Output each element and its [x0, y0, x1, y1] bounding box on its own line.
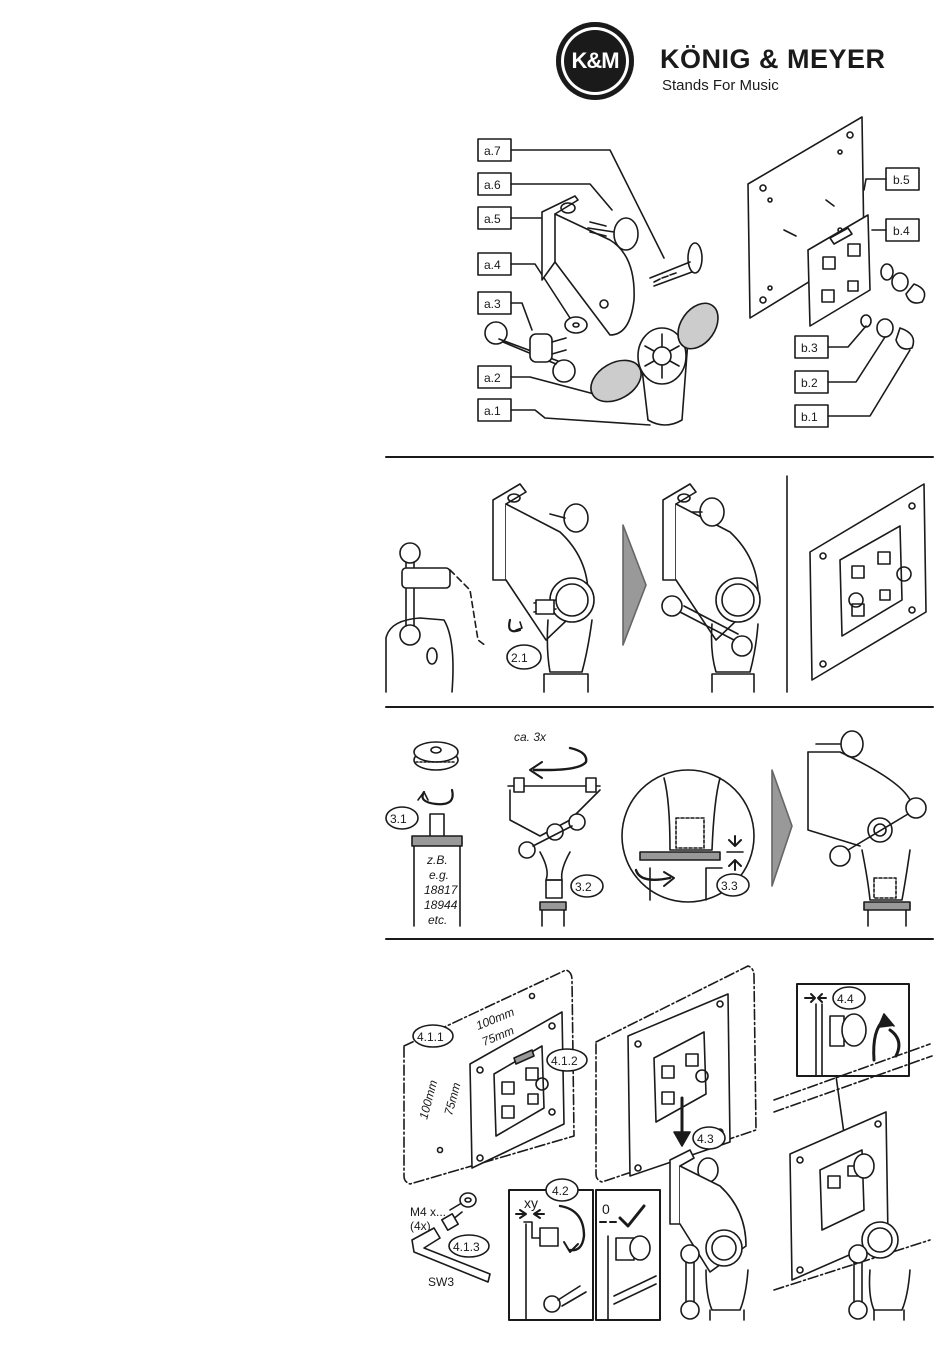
svg-text:b.1: b.1	[801, 410, 818, 424]
svg-text:e.g.: e.g.	[429, 868, 449, 882]
label-b2: b.2	[795, 371, 828, 393]
svg-text:4.1.3: 4.1.3	[453, 1240, 480, 1254]
parts-overview: a.7 a.6 a.5 a.4 a.3 a.2 a.1	[478, 117, 925, 427]
svg-text:4.2: 4.2	[552, 1184, 569, 1198]
step-badge-4-4: 4.4	[833, 987, 865, 1009]
svg-text:z.B.: z.B.	[426, 853, 448, 867]
svg-text:2.1: 2.1	[511, 651, 528, 665]
step-badge-4-1-3: 4.1.3	[449, 1235, 489, 1257]
svg-text:a.2: a.2	[484, 371, 501, 385]
svg-text:SW3: SW3	[428, 1275, 454, 1289]
svg-text:ca. 3x: ca. 3x	[514, 730, 547, 744]
svg-text:18817: 18817	[424, 883, 459, 897]
step-4-assembly: 100mm 75mm 100mm 75mm 4.1.1 4.1.2 M4 x..…	[404, 966, 932, 1320]
label-a1: a.1	[478, 399, 511, 421]
step-badge-3-1: 3.1	[386, 807, 418, 829]
svg-text:3.3: 3.3	[721, 879, 738, 893]
label-a4: a.4	[478, 253, 511, 275]
step-badge-3-3: 3.3	[717, 874, 749, 896]
svg-text:4.1.2: 4.1.2	[551, 1054, 578, 1068]
svg-text:0: 0	[602, 1201, 610, 1217]
label-a2: a.2	[478, 366, 511, 388]
svg-text:3.1: 3.1	[390, 812, 407, 826]
label-a3: a.3	[478, 292, 511, 314]
svg-text:a.6: a.6	[484, 178, 501, 192]
label-a6: a.6	[478, 173, 511, 195]
step-3-assembly: 3.1 z.B. e.g. 18817 18944 etc. ca. 3x 3.…	[386, 730, 926, 927]
label-b1: b.1	[795, 405, 828, 427]
svg-text:xy: xy	[524, 1195, 538, 1211]
svg-text:a.4: a.4	[484, 258, 501, 272]
step-2-assembly: 2.1	[386, 476, 926, 692]
label-a5: a.5	[478, 207, 511, 229]
step-badge-3-2: 3.2	[571, 875, 603, 897]
label-a7: a.7	[478, 139, 511, 161]
svg-text:M4 x...: M4 x...	[410, 1205, 446, 1219]
svg-text:a.7: a.7	[484, 144, 501, 158]
svg-text:etc.: etc.	[428, 913, 447, 927]
label-b3: b.3	[795, 336, 828, 358]
step-badge-2-1: 2.1	[507, 645, 541, 669]
svg-text:b.5: b.5	[893, 173, 910, 187]
label-b5: b.5	[886, 168, 919, 190]
svg-text:b.4: b.4	[893, 224, 910, 238]
step-badge-4-2: 4.2	[546, 1179, 578, 1201]
svg-text:18944: 18944	[424, 898, 458, 912]
label-b4: b.4	[886, 219, 919, 241]
step-badge-4-1-1: 4.1.1	[413, 1025, 453, 1047]
svg-text:4.4: 4.4	[837, 992, 854, 1006]
svg-text:b.2: b.2	[801, 376, 818, 390]
svg-text:a.5: a.5	[484, 212, 501, 226]
svg-text:b.3: b.3	[801, 341, 818, 355]
step-badge-4-3: 4.3	[693, 1127, 725, 1149]
svg-text:3.2: 3.2	[575, 880, 592, 894]
svg-text:4.1.1: 4.1.1	[417, 1030, 444, 1044]
svg-text:4.3: 4.3	[697, 1132, 714, 1146]
step-badge-4-1-2: 4.1.2	[547, 1049, 587, 1071]
svg-text:a.3: a.3	[484, 297, 501, 311]
svg-text:a.1: a.1	[484, 404, 501, 418]
